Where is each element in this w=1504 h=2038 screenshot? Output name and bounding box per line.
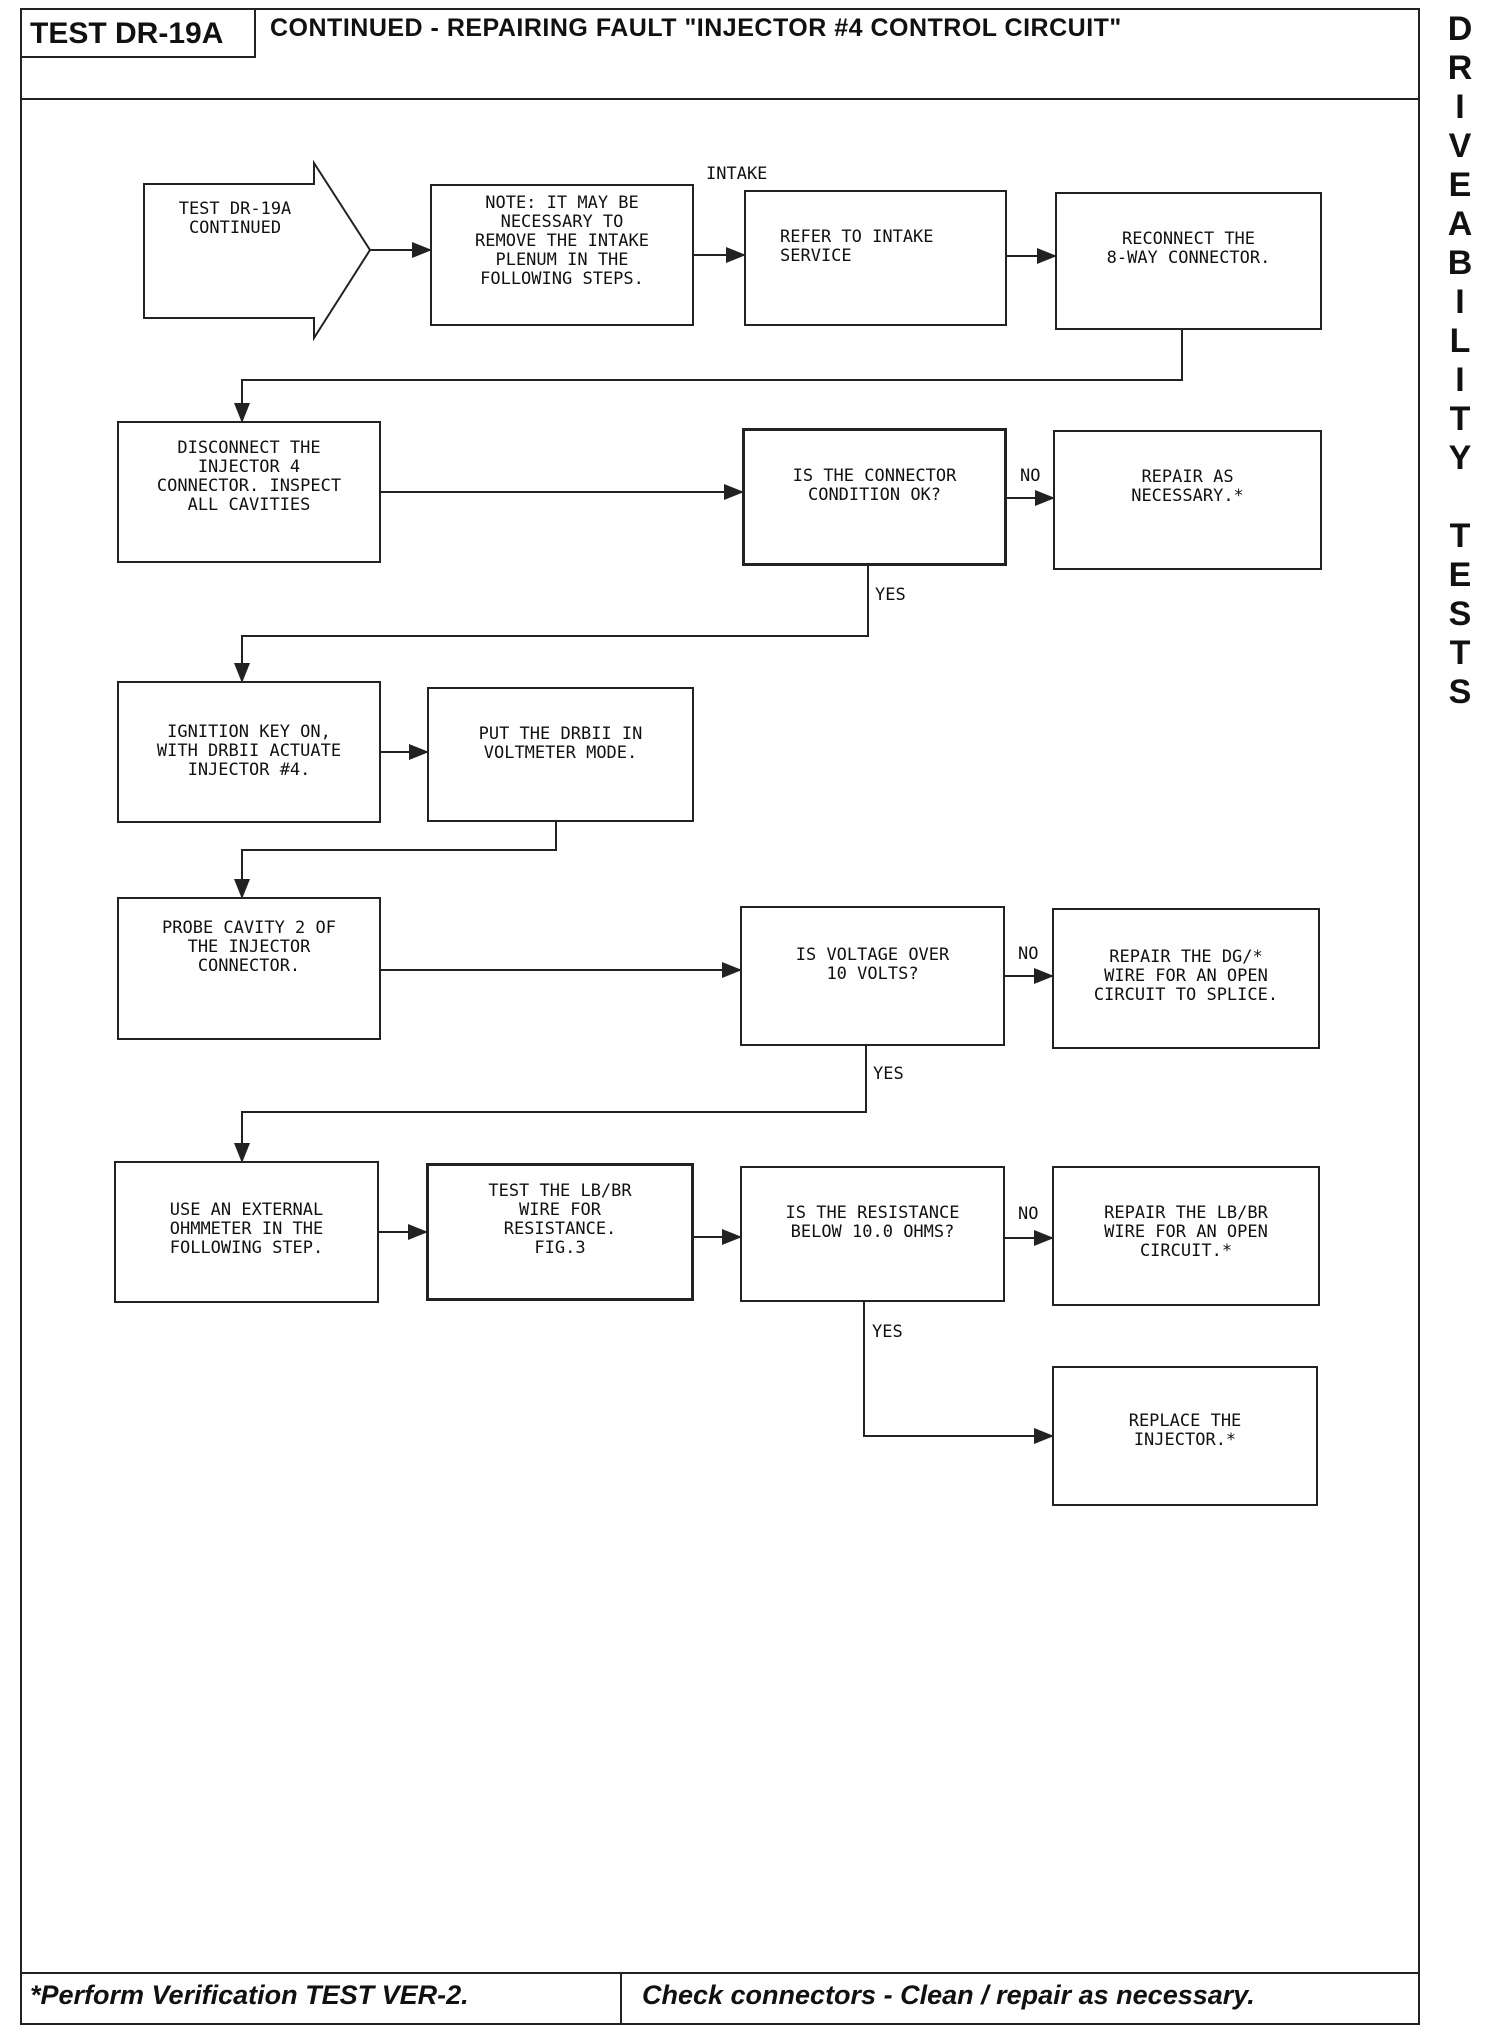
no-label: NO xyxy=(1018,944,1039,964)
no-label: NO xyxy=(1020,466,1041,486)
side-letter: R xyxy=(1447,49,1473,87)
repair-dg-box: REPAIR THE DG/* WIRE FOR AN OPEN CIRCUIT… xyxy=(1052,908,1320,1049)
refer-intake-box: REFER TO INTAKE SERVICE xyxy=(744,190,1007,326)
footer-separator xyxy=(620,1972,622,2025)
connector xyxy=(234,566,869,683)
start-arrow-shape xyxy=(143,159,372,342)
side-letter: A xyxy=(1447,205,1473,243)
page-title: CONTINUED - REPAIRING FAULT "INJECTOR #4… xyxy=(270,14,1122,42)
connector xyxy=(234,330,1183,423)
side-letter: S xyxy=(1448,595,1472,633)
footer-note-left: *Perform Verification TEST VER-2. xyxy=(30,1980,469,2010)
intake-label: INTAKE xyxy=(706,164,768,184)
probe-box: PROBE CAVITY 2 OF THE INJECTOR CONNECTOR… xyxy=(117,897,381,1040)
side-letter: I xyxy=(1455,361,1465,399)
side-letter: V xyxy=(1448,127,1472,165)
side-letter: D xyxy=(1447,10,1473,48)
header: TEST DR-19A CONTINUED - REPAIRING FAULT … xyxy=(20,8,1420,108)
decision-connector-box: IS THE CONNECTOR CONDITION OK? xyxy=(742,428,1007,566)
ohmmeter-box: USE AN EXTERNAL OHMMETER IN THE FOLLOWIN… xyxy=(114,1161,379,1303)
start-label: TEST DR-19A CONTINUED xyxy=(178,199,292,238)
page-frame xyxy=(20,8,1420,2025)
no-label: NO xyxy=(1018,1204,1039,1224)
replace-injector-box: REPLACE THE INJECTOR.* xyxy=(1052,1366,1318,1506)
side-letter: I xyxy=(1455,283,1465,321)
side-letter: S xyxy=(1448,673,1472,711)
yes-label: YES xyxy=(872,1322,903,1342)
test-lbbr-box: TEST THE LB/BR WIRE FOR RESISTANCE. FIG.… xyxy=(426,1163,694,1301)
ignition-box: IGNITION KEY ON, WITH DRBII ACTUATE INJE… xyxy=(117,681,381,823)
header-divider xyxy=(20,98,1420,100)
side-letter: L xyxy=(1449,322,1471,360)
side-letter: T xyxy=(1449,517,1471,555)
connector xyxy=(234,1046,867,1163)
connector xyxy=(234,822,557,899)
side-tab: D R I V E A B I L I T Y T E S T S xyxy=(1432,10,1488,712)
disconnect-box: DISCONNECT THE INJECTOR 4 CONNECTOR. INS… xyxy=(117,421,381,563)
test-id: TEST DR-19A xyxy=(22,10,256,58)
repair-necessary-box: REPAIR AS NECESSARY.* xyxy=(1053,430,1322,570)
side-letter: Y xyxy=(1448,439,1472,477)
footer-note-right: Check connectors - Clean / repair as nec… xyxy=(642,1980,1255,2010)
footer-divider xyxy=(20,1972,1420,1974)
yes-label: YES xyxy=(875,585,906,605)
side-letter: T xyxy=(1449,400,1471,438)
decision-voltage-box: IS VOLTAGE OVER 10 VOLTS? xyxy=(740,906,1005,1046)
side-letter: E xyxy=(1448,556,1472,594)
note-box: NOTE: IT MAY BE NECESSARY TO REMOVE THE … xyxy=(430,184,694,326)
side-letter: B xyxy=(1447,244,1473,282)
side-letter: E xyxy=(1448,166,1472,204)
reconnect-box: RECONNECT THE 8-WAY CONNECTOR. xyxy=(1055,192,1322,330)
connector xyxy=(863,1302,1054,1444)
repair-lbbr-box: REPAIR THE LB/BR WIRE FOR AN OPEN CIRCUI… xyxy=(1052,1166,1320,1306)
voltmeter-box: PUT THE DRBII IN VOLTMETER MODE. xyxy=(427,687,694,822)
yes-label: YES xyxy=(873,1064,904,1084)
side-letter: T xyxy=(1449,634,1471,672)
decision-resistance-box: IS THE RESISTANCE BELOW 10.0 OHMS? xyxy=(740,1166,1005,1302)
side-letter: I xyxy=(1455,88,1465,126)
